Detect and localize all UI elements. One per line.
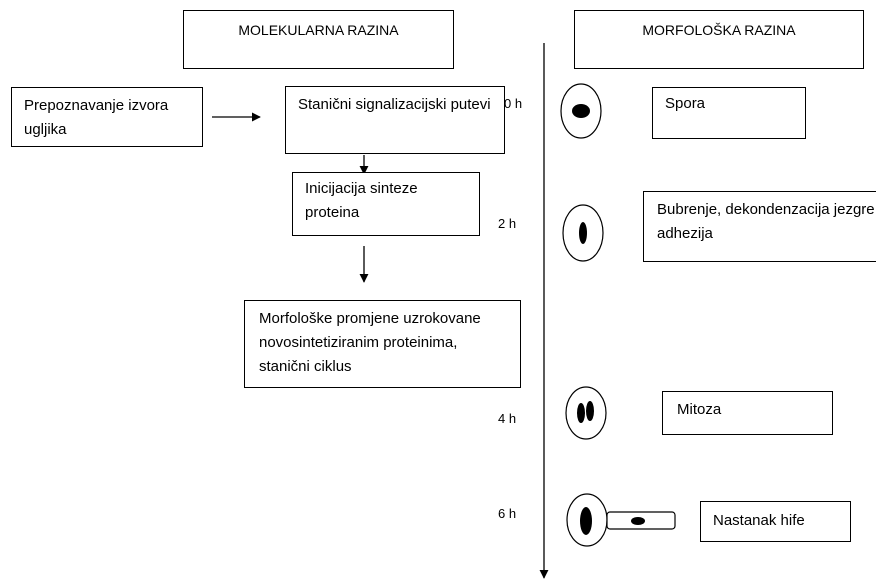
stage-swelling: Bubrenje, dekondenzacija jezgre, adhezij… (643, 191, 876, 262)
step-carbon-source: Prepoznavanje izvora ugljika (11, 87, 203, 147)
time-label-2h: 2 h (498, 216, 517, 231)
time-label-0h: 0 h (504, 96, 523, 111)
stage-mitosis-label: Mitoza (677, 401, 722, 418)
step-morphological-changes-label: Morfološke promjene uzrokovane novosinte… (259, 310, 481, 375)
step-protein-synthesis: Inicijacija sinteze proteina (292, 172, 480, 236)
step-carbon-source-label: Prepoznavanje izvora ugljika (24, 97, 169, 138)
stage-mitosis: Mitoza (662, 391, 833, 435)
header-molecular-label: MOLEKULARNA RAZINA (238, 22, 399, 38)
spore-icon (560, 83, 602, 139)
mitosis-cell-icon (565, 386, 607, 440)
step-protein-synthesis-label: Inicijacija sinteze proteina (305, 180, 418, 221)
step-signaling: Stanični signalizacijski putevi (285, 86, 505, 154)
hypha-cell-icon (566, 493, 676, 547)
header-morphological-level: MORFOLOŠKA RAZINA (574, 10, 864, 69)
step-signaling-label: Stanični signalizacijski putevi (298, 96, 491, 113)
stage-spore: Spora (652, 87, 806, 139)
stage-swelling-label: Bubrenje, dekondenzacija jezgre, adhezij… (657, 201, 876, 242)
stage-spore-label: Spora (665, 95, 706, 112)
stage-hypha-formation: Nastanak hife (700, 501, 851, 542)
time-label-6h: 6 h (498, 506, 517, 521)
header-molecular-level: MOLEKULARNA RAZINA (183, 10, 454, 69)
time-label-4h: 4 h (498, 411, 517, 426)
step-morphological-changes: Morfološke promjene uzrokovane novosinte… (244, 300, 521, 388)
swollen-spore-icon (562, 204, 604, 262)
stage-hypha-formation-label: Nastanak hife (713, 512, 805, 529)
header-morphological-label: MORFOLOŠKA RAZINA (642, 22, 796, 38)
